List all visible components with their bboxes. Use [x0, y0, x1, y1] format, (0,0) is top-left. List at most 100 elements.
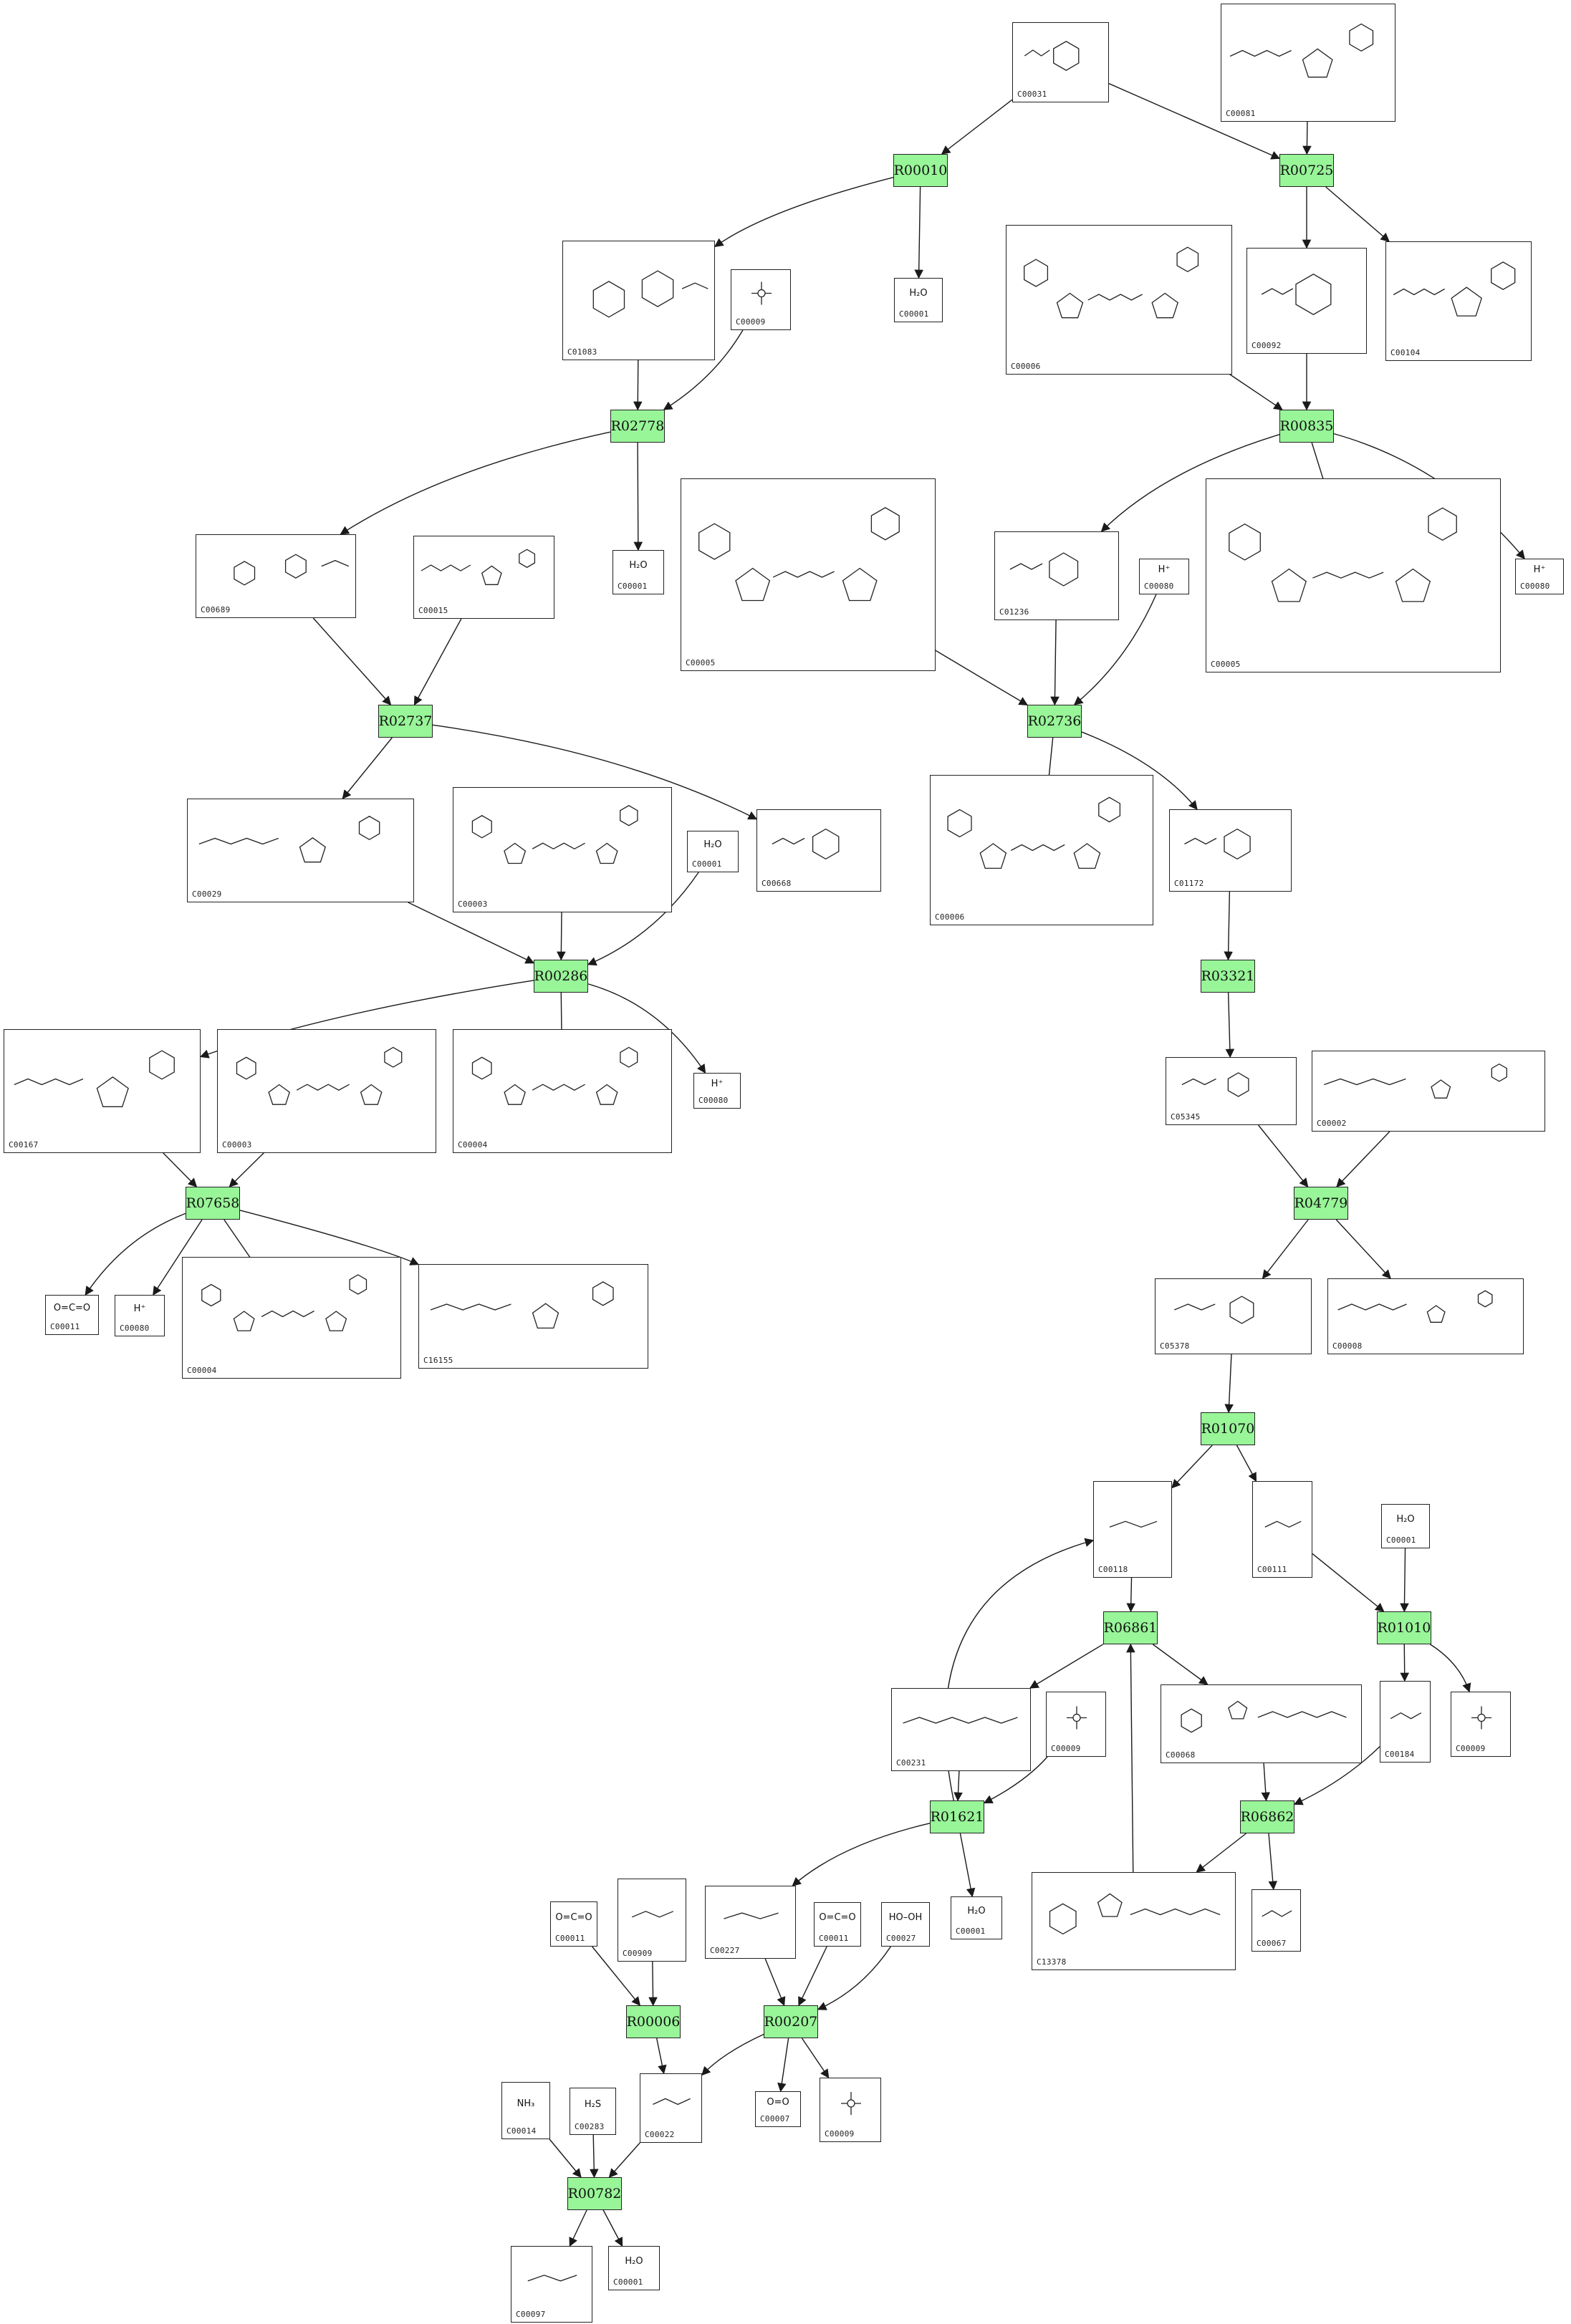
- structure-sketch: [471, 1046, 638, 1105]
- compound-c00231[interactable]: C00231: [891, 1688, 1031, 1771]
- edge-r01070-c00111: [1236, 1445, 1257, 1482]
- reaction-node-r00782[interactable]: R00782: [567, 2177, 622, 2210]
- compound-formula: O=C=O: [819, 1912, 856, 1923]
- reaction-node-r01010[interactable]: R01010: [1377, 1611, 1431, 1644]
- compound-id-label: C00080: [120, 1323, 150, 1333]
- compound-c00081[interactable]: C00081: [1221, 4, 1395, 122]
- compound-c00003b[interactable]: C00003: [217, 1029, 436, 1153]
- compound-c00003a[interactable]: C00003: [453, 787, 672, 912]
- reaction-node-r04779[interactable]: R04779: [1294, 1187, 1348, 1220]
- compound-c00227[interactable]: C00227: [705, 1886, 796, 1959]
- compound-c01172[interactable]: C01172: [1169, 809, 1292, 892]
- compound-c00167[interactable]: C00167: [4, 1029, 201, 1153]
- compound-c00104[interactable]: C00104: [1385, 241, 1532, 361]
- compound-c00111[interactable]: C00111: [1252, 1481, 1312, 1578]
- compound-c00067[interactable]: C00067: [1251, 1889, 1301, 1952]
- compound-c16155[interactable]: C16155: [418, 1264, 648, 1369]
- compound-c00909[interactable]: C00909: [618, 1879, 686, 1962]
- reaction-node-r00725[interactable]: R00725: [1279, 154, 1334, 187]
- structure-sketch: [947, 796, 1121, 869]
- compound-c00029[interactable]: C00029: [187, 799, 414, 902]
- compound-c00006b[interactable]: C00006: [930, 775, 1153, 925]
- compound-c00002[interactable]: C00002: [1312, 1051, 1545, 1132]
- edge-c00011c-r00207: [798, 1946, 827, 2007]
- compound-id-label: C00031: [1017, 90, 1047, 99]
- reaction-node-r02736[interactable]: R02736: [1027, 705, 1082, 738]
- structure-sketch: [724, 1912, 779, 1919]
- reaction-node-r02778[interactable]: R02778: [610, 410, 665, 443]
- reaction-node-r00835[interactable]: R00835: [1279, 410, 1334, 443]
- reaction-node-r00207[interactable]: R00207: [764, 2005, 818, 2038]
- compound-c00009a[interactable]: C00009: [731, 269, 791, 330]
- edge-r00286-c00004a: [557, 992, 567, 1038]
- reaction-node-r03321[interactable]: R03321: [1201, 960, 1255, 993]
- compound-c00031[interactable]: C00031: [1012, 22, 1109, 102]
- compound-c01083[interactable]: C01083: [562, 241, 715, 360]
- reaction-node-r06862[interactable]: R06862: [1240, 1800, 1294, 1833]
- compound-c00668[interactable]: C00668: [756, 809, 881, 892]
- compound-id-label: C05378: [1160, 1341, 1190, 1351]
- compound-c00004b[interactable]: C00004: [182, 1257, 401, 1379]
- compound-c13378[interactable]: C13378: [1032, 1872, 1236, 1970]
- compound-c00009b[interactable]: C00009: [1046, 1692, 1106, 1757]
- reaction-node-r06861[interactable]: R06861: [1103, 1611, 1158, 1644]
- edge-c00283-r00782: [589, 2134, 599, 2179]
- reaction-node-r01621[interactable]: R01621: [930, 1800, 984, 1833]
- structure-sketch: [1009, 552, 1079, 587]
- compound-c00689[interactable]: C00689: [196, 534, 356, 618]
- compound-c00009c[interactable]: C00009: [1451, 1692, 1511, 1757]
- edge-c00027-r00207: [817, 1946, 891, 2010]
- compound-id-label: C00006: [1011, 362, 1041, 371]
- edge-c00689-r02737: [312, 617, 392, 705]
- structure-sketch: [1109, 1520, 1158, 1528]
- compound-c00097[interactable]: C00097: [511, 2246, 592, 2323]
- edge-r02736-c01172: [1081, 731, 1198, 810]
- reaction-node-r00286[interactable]: R00286: [534, 960, 588, 993]
- compound-id-label: C00001: [613, 2277, 643, 2287]
- compound-c00022[interactable]: C00022: [640, 2073, 702, 2143]
- reaction-node-r02737[interactable]: R02737: [378, 705, 433, 738]
- compound-c05378[interactable]: C05378: [1155, 1278, 1312, 1354]
- edge-c13378-r06861: [1126, 1643, 1135, 1873]
- edge-c00009b-r01621: [983, 1756, 1048, 1804]
- compound-c05345[interactable]: C05345: [1166, 1057, 1297, 1125]
- compound-c00080d[interactable]: H⁺C00080: [115, 1295, 165, 1336]
- reaction-node-r07658[interactable]: R07658: [186, 1187, 240, 1220]
- reaction-node-r00010[interactable]: R00010: [893, 154, 948, 187]
- compound-c00184[interactable]: C00184: [1380, 1681, 1431, 1763]
- compound-c00015[interactable]: C00015: [413, 536, 554, 619]
- reaction-node-r01070[interactable]: R01070: [1201, 1412, 1255, 1445]
- compound-c00005a[interactable]: C00005: [681, 478, 936, 671]
- compound-c00006a[interactable]: C00006: [1006, 225, 1232, 375]
- compound-c00080c[interactable]: H⁺C00080: [693, 1073, 741, 1109]
- compound-c00118[interactable]: C00118: [1093, 1481, 1172, 1578]
- compound-c01236[interactable]: C01236: [994, 531, 1119, 620]
- reaction-node-r00006[interactable]: R00006: [626, 2005, 681, 2038]
- structure-sketch: [1229, 23, 1374, 78]
- compound-c00080a[interactable]: H⁺C00080: [1139, 559, 1189, 594]
- compound-c00008[interactable]: C00008: [1327, 1278, 1524, 1354]
- compound-c00009d[interactable]: C00009: [820, 2078, 881, 2142]
- compound-formula: H⁺: [1533, 564, 1546, 575]
- compound-c00068[interactable]: C00068: [1161, 1684, 1362, 1763]
- compound-c00005b[interactable]: C00005: [1206, 478, 1501, 672]
- compound-id-label: C00909: [623, 1949, 653, 1958]
- compound-c00092[interactable]: C00092: [1246, 248, 1367, 354]
- compound-c00080b[interactable]: H⁺C00080: [1515, 559, 1564, 594]
- compound-c00004a[interactable]: C00004: [453, 1029, 672, 1153]
- structure-sketch: [592, 270, 708, 318]
- compound-id-label: C00001: [899, 309, 929, 319]
